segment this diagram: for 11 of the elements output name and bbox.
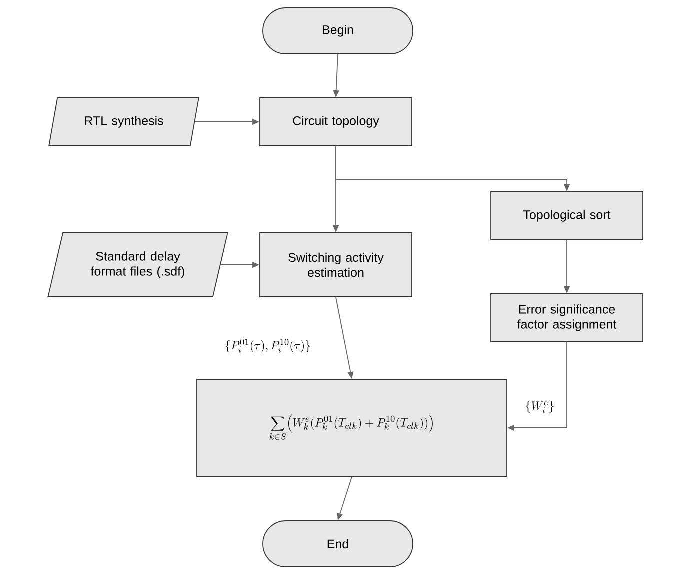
input-parallelogram: RTL synthesis [48,98,200,146]
formula-box: $\sum_{k\in S}\Bigl(W_k^e(P_k^{01}(T_{clk})+P_k^{10}(T_{clk}))\Bigr)$ [196,379,508,477]
process-box: Error significance factor assignment [490,294,644,342]
edge-label: $\{W_i^e\}$ [524,400,556,414]
process-box: Switching activity estimation [260,232,412,298]
edge-label: $\{P_i^{01}(\tau), P_i^{10}(\tau)\}$ [224,338,312,354]
process-box: Topological sort [490,192,644,240]
terminal-box: Begin [262,8,414,54]
process-box: Circuit topology [260,98,412,146]
terminal-box: End [262,520,414,568]
input-parallelogram: Standard delay format files (.sdf) [48,232,228,298]
